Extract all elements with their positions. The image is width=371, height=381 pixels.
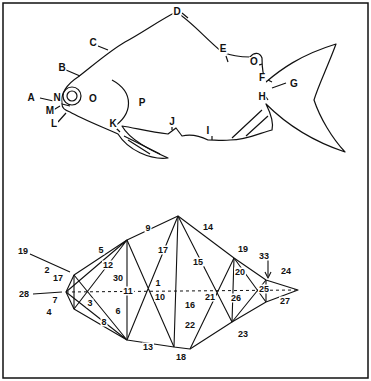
- landmark-letter: B: [57, 63, 66, 73]
- fish-outline: [40, 12, 345, 158]
- truss-network: [30, 216, 298, 349]
- landmark-letter: P: [138, 98, 147, 108]
- landmark-letter: K: [108, 119, 117, 129]
- truss-number: 1: [154, 279, 161, 288]
- landmark-letter: J: [168, 117, 176, 127]
- landmark-letter: D: [172, 7, 181, 17]
- landmark-letter: A: [26, 93, 35, 103]
- landmark-letter: O: [88, 94, 98, 104]
- truss-number: 11: [122, 287, 134, 296]
- landmark-letter: E: [219, 44, 228, 54]
- landmark-letter: O: [249, 57, 259, 67]
- truss-number: 12: [102, 261, 114, 270]
- truss-number: 24: [280, 267, 292, 276]
- truss-number: 14: [202, 223, 214, 232]
- landmark-letter: F: [258, 73, 266, 83]
- landmark-letter: C: [88, 38, 97, 48]
- truss-number: 10: [154, 293, 166, 302]
- truss-number: 13: [142, 343, 154, 352]
- landmark-letter: I: [206, 126, 211, 136]
- truss-number: 4: [45, 308, 52, 317]
- landmark-letter: N: [52, 93, 61, 103]
- truss-number: 28: [18, 290, 30, 299]
- truss-number: 19: [17, 247, 29, 256]
- truss-number: 3: [86, 299, 93, 308]
- truss-number: 17: [52, 274, 64, 283]
- landmark-letter: G: [289, 79, 299, 89]
- truss-number: 15: [192, 258, 204, 267]
- truss-number: 22: [184, 321, 196, 330]
- landmark-letter: L: [50, 119, 58, 129]
- truss-number: 25: [258, 285, 270, 294]
- landmark-letter: M: [45, 106, 55, 116]
- landmark-letter: H: [257, 92, 266, 102]
- truss-number: 19: [237, 245, 249, 254]
- truss-number: 8: [100, 318, 107, 327]
- truss-number: 5: [97, 246, 104, 255]
- truss-number: 20: [234, 268, 246, 277]
- truss-number: 7: [51, 296, 58, 305]
- truss-number: 9: [144, 224, 151, 233]
- truss-number: 18: [175, 353, 187, 362]
- truss-number: 27: [279, 297, 291, 306]
- truss-number: 16: [184, 301, 196, 310]
- truss-number: 6: [114, 307, 121, 316]
- truss-number: 30: [112, 274, 124, 283]
- truss-number: 23: [237, 330, 249, 339]
- truss-number: 2: [43, 266, 50, 275]
- truss-number: 26: [230, 294, 242, 303]
- frame: [3, 3, 368, 378]
- truss-number: 21: [204, 293, 216, 302]
- truss-number: 33: [258, 252, 270, 261]
- truss-number: 17: [157, 246, 169, 255]
